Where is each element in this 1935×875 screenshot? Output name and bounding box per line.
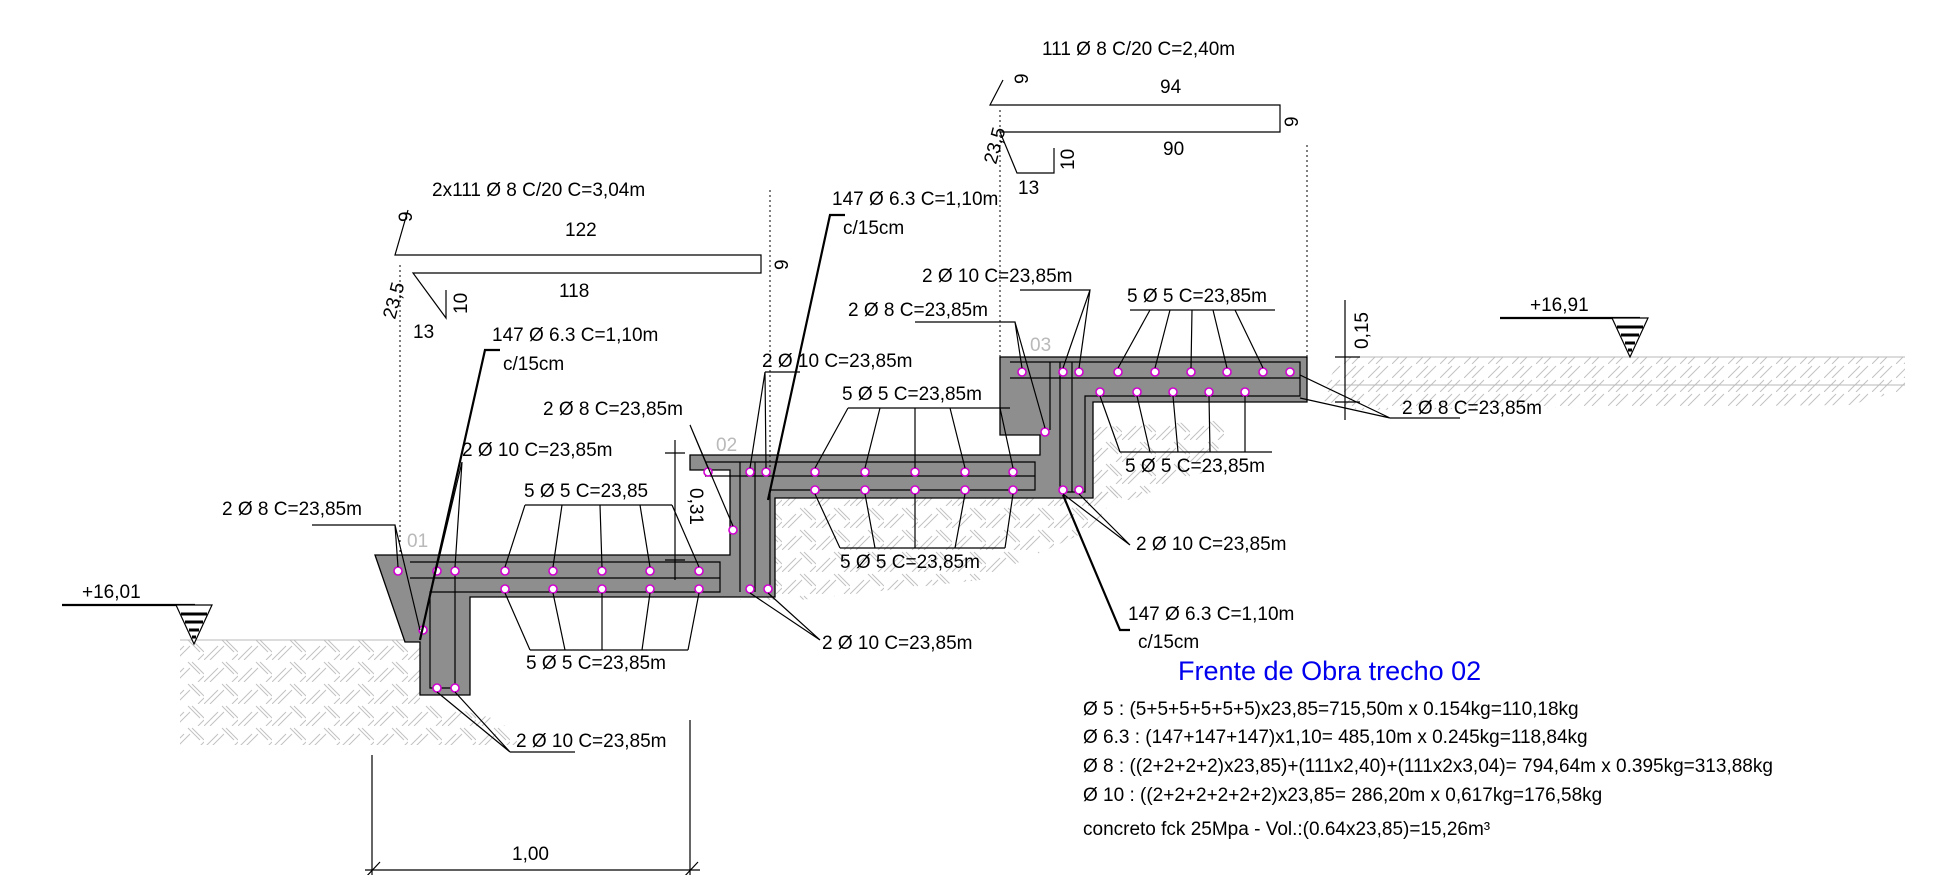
rebar-label-l16: 2 Ø 8 C=23,85m xyxy=(1402,398,1542,419)
bend-bar-upper-end: 9 xyxy=(1282,116,1303,127)
level-marker-right: +16,91 xyxy=(1500,295,1649,359)
stirrup-leaders xyxy=(418,213,1130,641)
rebar-label-l8: 2 Ø 10 C=23,85m xyxy=(762,351,913,372)
rebar-label-l5: 2 Ø 10 C=23,85m xyxy=(516,731,667,752)
rebar-label-l3: 5 Ø 5 C=23,85 xyxy=(524,481,648,502)
stirrup-3-spacing: c/15cm xyxy=(1138,632,1199,653)
dimension-cover-label: 0,15 xyxy=(1352,312,1373,349)
bend-bar-upper-foot-up: 10 xyxy=(1058,149,1079,170)
rebar-cage-lines xyxy=(410,361,1301,689)
stirrup-2-spacing: c/15cm xyxy=(843,218,904,239)
rebar-label-l7: 2 Ø 8 C=23,85m xyxy=(543,399,683,420)
bend-bar-lower-top: 122 xyxy=(565,220,597,241)
bend-bar-lower-leg: 23,5 xyxy=(380,280,410,321)
rebar-label-l6: 2 Ø 10 C=23,85m xyxy=(822,633,973,654)
bend-bar-upper-hook: 9 xyxy=(1012,73,1033,84)
bend-bar-lower-end: 9 xyxy=(772,259,793,270)
summary-title: Frente de Obra trecho 02 xyxy=(1178,656,1481,686)
bend-bar-lower-foot-up: 10 xyxy=(451,293,472,314)
bend-bar-upper-leg: 23,5 xyxy=(981,125,1011,166)
dimension-cover: 0,15 xyxy=(1335,300,1373,420)
rebar-label-l13: 5 Ø 5 C=23,85m xyxy=(1127,286,1267,307)
level-left-label: +16,01 xyxy=(82,582,141,603)
rebar-label-l10: 5 Ø 5 C=23,85m xyxy=(840,552,980,573)
dimension-step-height: 0,31 xyxy=(665,440,706,580)
rebar-dots-step-03 xyxy=(1017,367,1295,437)
summary-line-1: Ø 5 : (5+5+5+5+5+5)x23,85=715,50m x 0.15… xyxy=(1083,699,1579,720)
bend-bar-lower-bottom: 118 xyxy=(559,281,589,302)
ground-fill-right xyxy=(1320,356,1905,410)
rebar-label-l15: 2 Ø 10 C=23,85m xyxy=(1136,534,1287,555)
rebar-label-l12: 2 Ø 10 C=23,85m xyxy=(922,266,1073,287)
summary-line-3: Ø 8 : ((2+2+2+2)x23,85)+(111x2,40)+(111x… xyxy=(1083,756,1773,777)
level-marker-left: +16,01 xyxy=(62,582,213,646)
summary-line-4: Ø 10 : ((2+2+2+2+2+2)x23,85= 286,20m x 0… xyxy=(1083,785,1602,806)
ground-fill-middle xyxy=(740,420,1230,600)
rebar-label-l11: 2 Ø 8 C=23,85m xyxy=(848,300,988,321)
leader-lines xyxy=(312,289,1460,753)
bend-bar-upper-title: 111 Ø 8 C/20 C=2,40m xyxy=(1042,39,1235,60)
step-tag-02: 02 xyxy=(716,435,737,456)
stirrup-1-spacing: c/15cm xyxy=(503,354,564,375)
rebar-label-l9: 5 Ø 5 C=23,85m xyxy=(842,384,982,405)
summary-line-5: concreto fck 25Mpa - Vol.:(0.64x23,85)=1… xyxy=(1083,819,1490,840)
bend-bar-upper-foot: 13 xyxy=(1018,178,1039,199)
bend-bar-upper-bottom: 90 xyxy=(1163,139,1184,160)
bend-bar-lower: 2x111 Ø 8 C/20 C=3,04m 122 118 9 23,5 13… xyxy=(380,180,793,343)
ground-fill-left xyxy=(180,639,520,745)
rebar-label-l2: 2 Ø 10 C=23,85m xyxy=(462,440,613,461)
level-right-label: +16,91 xyxy=(1530,295,1589,316)
reference-lines xyxy=(399,110,1308,555)
quantities-summary: Frente de Obra trecho 02 Ø 5 : (5+5+5+5+… xyxy=(1083,656,1773,840)
rebar-label-l4: 5 Ø 5 C=23,85m xyxy=(526,653,666,674)
summary-line-2: Ø 6.3 : (147+147+147)x1,10= 485,10m x 0.… xyxy=(1083,727,1588,748)
step-tag-03: 03 xyxy=(1030,335,1051,356)
rebar-label-l14: 5 Ø 5 C=23,85m xyxy=(1125,456,1265,477)
bend-bar-lower-hook: 9 xyxy=(396,211,417,222)
stirrup-1-qty: 147 Ø 6.3 C=1,10m xyxy=(492,325,658,346)
bend-bar-lower-foot: 13 xyxy=(413,322,434,343)
stirrup-2-qty: 147 Ø 6.3 C=1,10m xyxy=(832,189,998,210)
dimension-base-width: 1,00 xyxy=(365,720,700,875)
bend-bar-upper: 111 Ø 8 C/20 C=2,40m 94 90 9 23,5 13 10 … xyxy=(981,39,1303,199)
dimension-step-height-label: 0,31 xyxy=(685,488,706,525)
dimension-base-width-label: 1,00 xyxy=(512,844,549,865)
bend-bar-lower-title: 2x111 Ø 8 C/20 C=3,04m xyxy=(432,180,645,201)
bend-bar-upper-top: 94 xyxy=(1160,77,1182,98)
concrete-section xyxy=(374,356,1308,696)
rebar-label-l1: 2 Ø 8 C=23,85m xyxy=(222,499,362,520)
step-tag-01: 01 xyxy=(407,531,428,552)
stirrup-3-qty: 147 Ø 6.3 C=1,10m xyxy=(1128,604,1294,625)
